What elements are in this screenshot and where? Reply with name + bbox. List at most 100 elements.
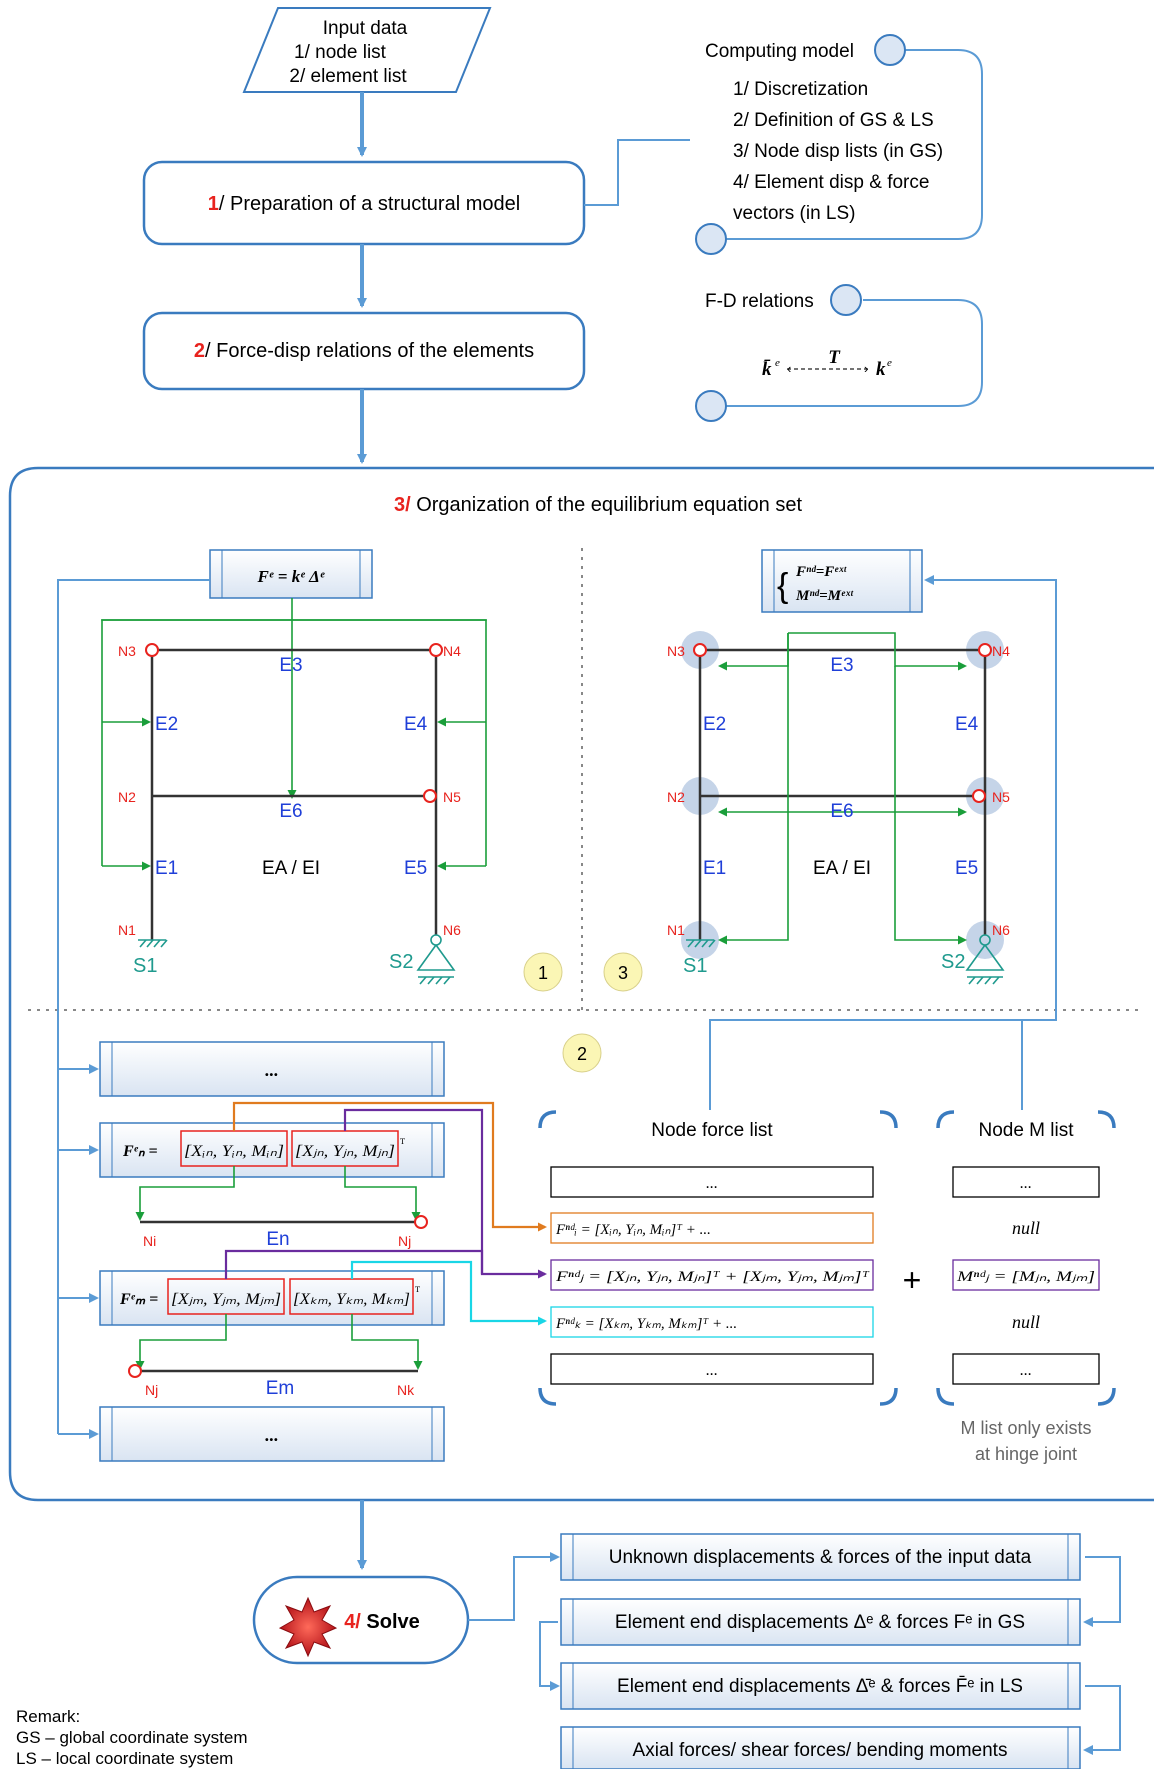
svg-text:1: 1 — [538, 963, 548, 983]
right-elem-e4: E4 — [955, 714, 979, 735]
assembly-line-jm — [224, 1249, 484, 1279]
node-force-row-1 — [550, 1212, 874, 1244]
node-eq-force: Fⁿᵈ=Fᵉˣᵗ — [795, 564, 848, 580]
cm-item-4: 4/ Element disp & force — [733, 172, 929, 193]
callout-bubble-top — [874, 34, 906, 66]
element-eq-box — [209, 549, 373, 599]
right-fixed-support — [686, 939, 716, 948]
badge-2: 2 — [562, 1033, 602, 1073]
node-m-brackets — [936, 1110, 1116, 1406]
fd-relations-callout — [695, 284, 983, 422]
left-elem-e1: E1 — [155, 858, 178, 879]
svg-text:{: { — [777, 567, 788, 605]
right-node-n6: N6 — [992, 922, 1010, 938]
right-hinge-n5 — [972, 789, 986, 803]
fd-relations-title: F-D relations — [705, 291, 814, 312]
right-material: EA / EI — [813, 858, 871, 879]
em-node-left: Nj — [145, 1382, 158, 1398]
left-node-n2: N2 — [118, 789, 136, 805]
right-elem-e1: E1 — [703, 858, 726, 879]
svg-text:3: 3 — [618, 963, 628, 983]
cm-item-5: vectors (in LS) — [733, 203, 855, 224]
left-material: EA / EI — [262, 858, 320, 879]
left-hinge-n3 — [145, 643, 159, 657]
left-node-n6: N6 — [443, 922, 461, 938]
left-node-n3: N3 — [118, 643, 136, 659]
cm-item-2: 2/ Definition of GS & LS — [733, 110, 934, 131]
right-hinge-n4 — [978, 643, 992, 657]
solve-output-lines — [468, 1552, 1121, 1755]
left-support-s1: S1 — [133, 955, 157, 977]
right-pin-support — [965, 934, 1005, 985]
remark-ls: LS – local coordinate system — [16, 1749, 233, 1768]
right-elem-e3: E3 — [830, 655, 853, 676]
solve-output-1: Unknown displacements & forces of the in… — [609, 1547, 1032, 1568]
solve-output-3: Element end displacements Δ̄ᵉ & forces F… — [617, 1676, 1023, 1697]
assembly-line-k — [350, 1260, 547, 1326]
left-node-n1: N1 — [118, 922, 136, 938]
left-elem-e5: E5 — [404, 858, 427, 879]
left-elem-e3: E3 — [279, 655, 302, 676]
solve-label: 4/ Solve — [344, 1611, 420, 1633]
node-m-note-1: M list only exists — [960, 1418, 1091, 1438]
solve-output-box-4 — [560, 1726, 1081, 1769]
right-node-n3: N3 — [667, 643, 685, 659]
right-frame-members — [698, 648, 987, 940]
node-force-row-0 — [550, 1166, 874, 1198]
step2-label: 2/ Force-disp relations of the elements — [194, 340, 534, 362]
right-feedback-line — [709, 575, 1057, 1050]
vector-box-fem — [99, 1270, 445, 1326]
input-data-node-list: 1/ node list — [294, 42, 387, 63]
input-data-element-list: 2/ element list — [289, 66, 407, 87]
right-hinge-n3 — [693, 643, 707, 657]
node-force-row-2 — [550, 1259, 874, 1291]
node-m-row-3: null — [1012, 1312, 1040, 1332]
left-support-s2: S2 — [389, 951, 413, 973]
assembly-line-i — [232, 1101, 547, 1232]
em-hinge — [128, 1364, 142, 1378]
element-eq-formula: Fᵉ = kᵉ Δᵉ — [256, 567, 324, 586]
svg-text:Mⁿᵈⱼ = [Mⱼₙ, Mⱼₘ]: Mⁿᵈⱼ = [Mⱼₙ, Mⱼₘ] — [956, 1269, 1095, 1285]
right-node-highlights — [681, 631, 1004, 959]
em-label: Em — [266, 1378, 295, 1399]
fen-transpose: ᵀ — [400, 1137, 405, 1152]
solve-output-box-2 — [560, 1598, 1081, 1646]
en-green-arrows — [135, 1166, 421, 1221]
solve-output-box-1 — [560, 1533, 1081, 1581]
left-fixed-support — [138, 939, 168, 948]
computing-model-title: Computing model — [705, 41, 854, 62]
fem-node-j: [Xⱼₘ, Yⱼₘ, Mⱼₘ] — [171, 1291, 281, 1308]
en-label: En — [266, 1229, 289, 1250]
solve-output-box-3 — [560, 1662, 1081, 1710]
svg-text:Fⁿᵈᵢ = [Xᵢₙ, Yᵢₙ, Mᵢₙ]ᵀ + ...: Fⁿᵈᵢ = [Xᵢₙ, Yᵢₙ, Mᵢₙ]ᵀ + ... — [555, 1222, 711, 1238]
callout-bubble-bottom — [695, 223, 727, 255]
fen-node-i: [Xᵢₙ, Yᵢₙ, Mᵢₙ] — [184, 1143, 284, 1160]
svg-text:‹: ‹ — [787, 361, 791, 376]
node-m-row-4 — [952, 1353, 1100, 1385]
svg-text:...: ... — [706, 1175, 718, 1192]
right-elem-e2: E2 — [703, 714, 726, 735]
solve-output-2: Element end displacements Δᵉ & forces Fᵉ… — [615, 1612, 1025, 1633]
cm-item-1: 1/ Discretization — [733, 79, 868, 100]
node-force-brackets — [538, 1110, 898, 1406]
node-eq-moment: Mⁿᵈ=Mᵉˣᵗ — [795, 588, 854, 604]
svg-text:Fⁿᵈₖ = [Xₖₘ, Yₖₘ, Mₖₘ]ᵀ + ...: Fⁿᵈₖ = [Xₖₘ, Yₖₘ, Mₖₘ]ᵀ + ... — [555, 1316, 737, 1332]
left-node-n4: N4 — [443, 643, 461, 659]
cm-item-3: 3/ Node disp lists (in GS) — [733, 141, 943, 162]
solver-star-icon — [278, 1596, 338, 1658]
svg-text:e: e — [775, 357, 780, 369]
remark-gs: GS – global coordinate system — [16, 1728, 248, 1747]
svg-text:2: 2 — [577, 1044, 587, 1064]
left-elem-e6: E6 — [279, 801, 302, 822]
node-m-row-1: null — [1012, 1218, 1040, 1238]
input-data-title: Input data — [323, 18, 408, 39]
en-node-left: Ni — [143, 1233, 156, 1249]
right-node-n1: N1 — [667, 922, 685, 938]
node-force-row-4 — [550, 1353, 874, 1385]
vector-box-top — [99, 1041, 445, 1097]
right-elem-e5: E5 — [955, 858, 978, 879]
right-node-n2: N2 — [667, 789, 685, 805]
node-m-title: Node M list — [978, 1120, 1074, 1141]
